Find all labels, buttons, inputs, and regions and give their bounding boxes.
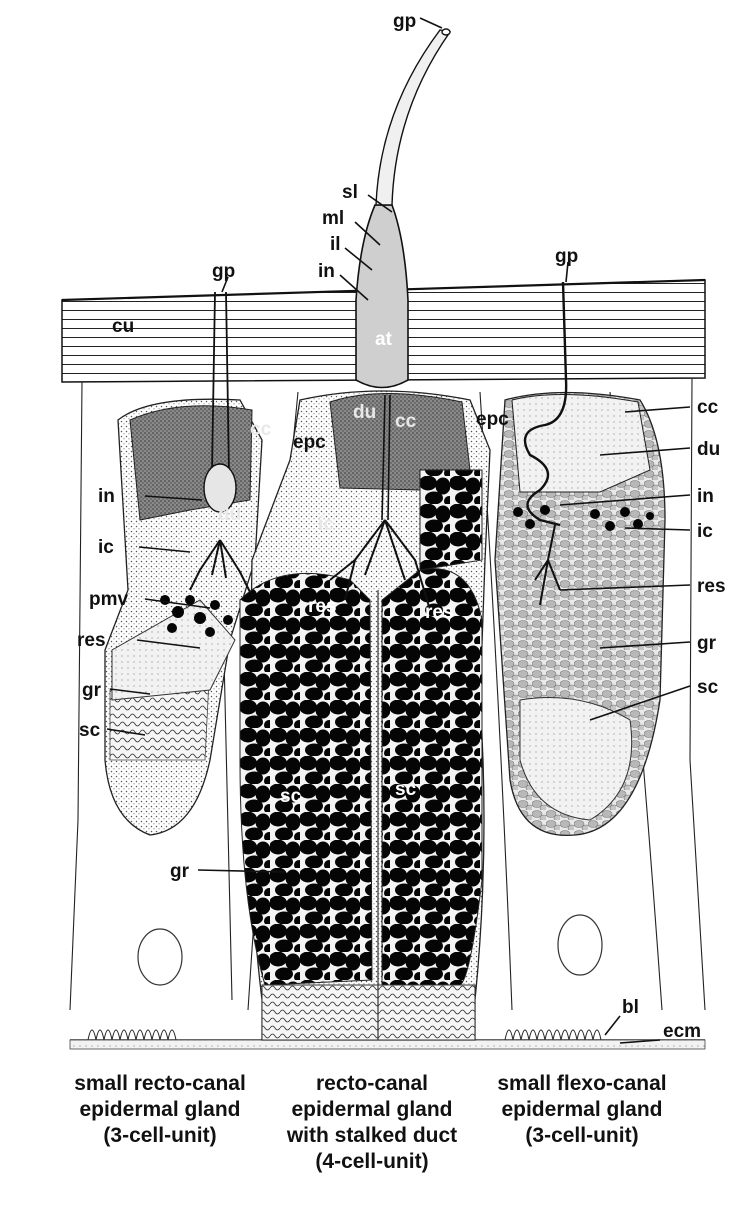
label-res-right: res: [697, 576, 726, 597]
left-canal-cell: [130, 406, 252, 520]
label-ic-center: ic: [318, 514, 334, 535]
caption-center-line-2: epidermal gland: [291, 1098, 452, 1121]
label-pmv: pmv: [89, 589, 129, 610]
label-gp-right: gp: [555, 246, 578, 267]
caption-left-line-1: small recto-canal: [74, 1072, 246, 1095]
label-epc-center: epc: [476, 409, 509, 430]
caption-right-line-3: (3-cell-unit): [525, 1124, 638, 1147]
label-sc-left: sc: [79, 720, 101, 741]
nucleus: [558, 915, 602, 975]
caption-left-line-2: epidermal gland: [79, 1098, 240, 1121]
label-gp-left: gp: [212, 261, 235, 282]
label-sc-center-b: sc: [395, 779, 417, 800]
label-bl: bl: [622, 997, 639, 1018]
caption-left-line-3: (3-cell-unit): [103, 1124, 216, 1147]
nucleus: [138, 929, 182, 985]
caption-right-line-1: small flexo-canal: [497, 1072, 666, 1095]
label-gr-left: gr: [82, 680, 102, 701]
label-res-left: res: [77, 630, 106, 651]
caption-right-line-2: epidermal gland: [501, 1098, 662, 1121]
label-ic-right: ic: [697, 521, 713, 542]
label-cc-left: cc: [250, 419, 272, 440]
label-epc-left: epc: [293, 432, 326, 453]
center-gland: [240, 29, 490, 1040]
right-canal-cell: [512, 394, 650, 492]
label-du-left: du: [218, 504, 241, 525]
label-ml: ml: [322, 208, 344, 229]
label-res-center-a: res: [308, 596, 337, 617]
label-res-center-b: res: [425, 602, 454, 623]
label-cc-center: cc: [395, 411, 417, 432]
label-gr-center: gr: [170, 861, 190, 882]
label-cc-right: cc: [697, 397, 719, 418]
label-cu: cu: [112, 316, 134, 337]
center-black-granules-top: [420, 470, 482, 570]
stalk-tip: [442, 29, 450, 35]
label-gp-top: gp: [393, 11, 416, 32]
extracellular-matrix: [70, 1040, 705, 1049]
label-ic-left: ic: [98, 537, 114, 558]
label-il: il: [330, 234, 341, 255]
label-gr-right: gr: [697, 633, 717, 654]
label-in-right: in: [697, 486, 714, 507]
label-sc-right: sc: [697, 677, 719, 698]
center-black-granules-right: [382, 569, 482, 985]
label-sl: sl: [342, 182, 358, 203]
caption-center-line-1: recto-canal: [316, 1072, 428, 1095]
label-du-center: du: [353, 402, 376, 423]
label-ecm: ecm: [663, 1021, 701, 1042]
label-in-left: in: [98, 486, 115, 507]
center-black-granules-left: [240, 573, 372, 985]
label-at: at: [375, 329, 393, 350]
center-basal-membranes: [262, 985, 475, 1040]
label-du-right: du: [697, 439, 720, 460]
center-stalk: [376, 30, 450, 205]
caption-center-line-3: with stalked duct: [286, 1124, 457, 1147]
label-sc-center-a: sc: [280, 786, 302, 807]
caption-center-line-4: (4-cell-unit): [315, 1150, 428, 1173]
label-in-center: in: [318, 261, 335, 282]
